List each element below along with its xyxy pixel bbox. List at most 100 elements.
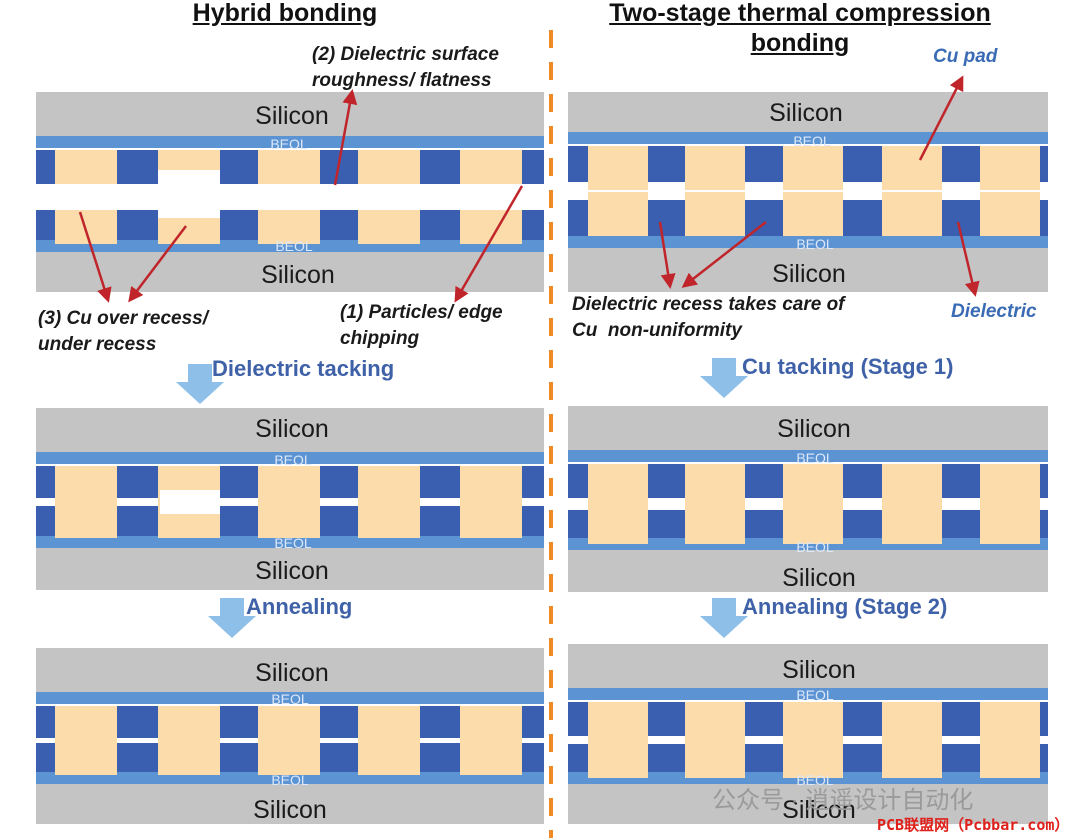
process-arrow <box>176 364 224 404</box>
note-particles: (1) Particles/ edge chipping <box>340 302 503 349</box>
cu-pad <box>685 702 745 742</box>
cu-pad <box>783 702 843 742</box>
silicon-label: Silicon <box>253 796 327 824</box>
annotation-arrow-particles <box>454 185 524 303</box>
cu-pad <box>358 706 420 741</box>
cu-pad <box>358 150 420 184</box>
cu-pad <box>882 702 942 742</box>
beol-label: BEOL <box>271 772 309 788</box>
silicon-label: Silicon <box>255 659 329 687</box>
watermark-site: PCB联盟网（Pcbbar.com） <box>877 816 1070 834</box>
cu-pad <box>258 466 320 502</box>
annotation-arrow-dielectric-recess <box>681 221 767 288</box>
silicon-label: Silicon <box>255 102 329 130</box>
beol-layer <box>36 536 544 548</box>
silicon-label: Silicon <box>769 99 843 127</box>
cu-pad <box>55 706 117 741</box>
beol-layer <box>36 136 544 148</box>
beol-layer <box>36 452 544 464</box>
cu-pad <box>588 192 648 236</box>
beol-label: BEOL <box>275 238 313 254</box>
cu-pad <box>460 740 522 775</box>
beol-label: BEOL <box>274 452 312 468</box>
beol-label: BEOL <box>796 687 834 703</box>
void <box>160 490 220 514</box>
process-arrow <box>700 358 748 398</box>
note-dielectric-surface: (2) Dielectric surface roughness/ flatne… <box>312 44 499 91</box>
cu-pad <box>980 192 1040 236</box>
step-annealing-left: Annealing <box>246 594 353 619</box>
process-arrow <box>700 598 748 638</box>
cu-pad <box>980 702 1040 742</box>
beol-label: BEOL <box>793 133 831 149</box>
cu-pad <box>258 150 320 184</box>
silicon-layer <box>36 648 544 692</box>
note-cu-recess: (3) Cu over recess/ under recess <box>38 308 209 355</box>
beol-layer <box>568 688 1048 700</box>
silicon-label: Silicon <box>255 557 329 585</box>
beol-label: BEOL <box>796 236 834 252</box>
silicon-layer <box>568 644 1048 688</box>
cu-pad <box>882 464 942 506</box>
cu-pad <box>460 502 522 538</box>
void <box>158 170 220 218</box>
silicon-layer <box>568 92 1048 132</box>
hybrid-bonding-title: Hybrid bonding <box>192 0 378 27</box>
beol-label: BEOL <box>274 535 312 551</box>
cu-pad <box>980 464 1040 506</box>
cu-pad <box>588 738 648 778</box>
beol-label: BEOL <box>796 772 834 788</box>
silicon-layer <box>568 406 1048 450</box>
cu-pad <box>258 706 320 741</box>
silicon-layer <box>36 92 544 136</box>
cu-pad <box>158 740 220 775</box>
cu-pad <box>358 210 420 244</box>
beol-label: BEOL <box>270 136 308 152</box>
cu-pad <box>158 706 220 741</box>
cu-pad <box>685 738 745 778</box>
process-arrow <box>208 598 256 638</box>
beol-layer <box>568 450 1048 462</box>
annotation-arrow-cu-recess <box>78 211 112 303</box>
cu-pad <box>685 464 745 506</box>
annotation-arrow-dielectric <box>956 221 980 297</box>
cu-pad <box>882 146 942 190</box>
cu-pad <box>588 464 648 506</box>
beol-label: BEOL <box>271 691 309 707</box>
tcb-title: Two-stage thermal compression bonding <box>609 0 991 57</box>
beol-layer <box>568 236 1048 248</box>
cu-pad <box>783 738 843 778</box>
cu-pad <box>588 146 648 190</box>
silicon-layer <box>36 784 544 824</box>
cu-pad <box>882 502 942 544</box>
cu-pad <box>783 464 843 506</box>
step-cu-tacking: Cu tacking (Stage 1) <box>742 354 954 379</box>
silicon-label: Silicon <box>772 260 846 288</box>
cu-pad <box>980 502 1040 544</box>
cu-pad <box>783 502 843 544</box>
beol-label: BEOL <box>796 539 834 555</box>
silicon-label: Silicon <box>782 564 856 592</box>
cu-pad <box>358 466 420 502</box>
cu-pad <box>258 740 320 775</box>
cu-pad <box>882 738 942 778</box>
silicon-label: Silicon <box>261 261 335 289</box>
cu-pad <box>258 210 320 244</box>
cu-pad <box>55 466 117 502</box>
beol-layer <box>568 132 1048 144</box>
silicon-layer <box>36 548 544 590</box>
cu-pad <box>882 192 942 236</box>
cu-pad <box>55 740 117 775</box>
cu-pad <box>588 502 648 544</box>
step-annealing-right: Annealing (Stage 2) <box>742 594 948 619</box>
step-dielectric-tacking: Dielectric tacking <box>212 356 395 381</box>
cu-pad <box>358 740 420 775</box>
beol-layer <box>36 692 544 704</box>
cu-pad <box>460 150 522 184</box>
cu-pad <box>685 192 745 236</box>
cu-pad <box>783 146 843 190</box>
cu-pad <box>460 706 522 741</box>
annotation-arrow-surface <box>333 89 358 186</box>
silicon-layer <box>568 550 1048 592</box>
